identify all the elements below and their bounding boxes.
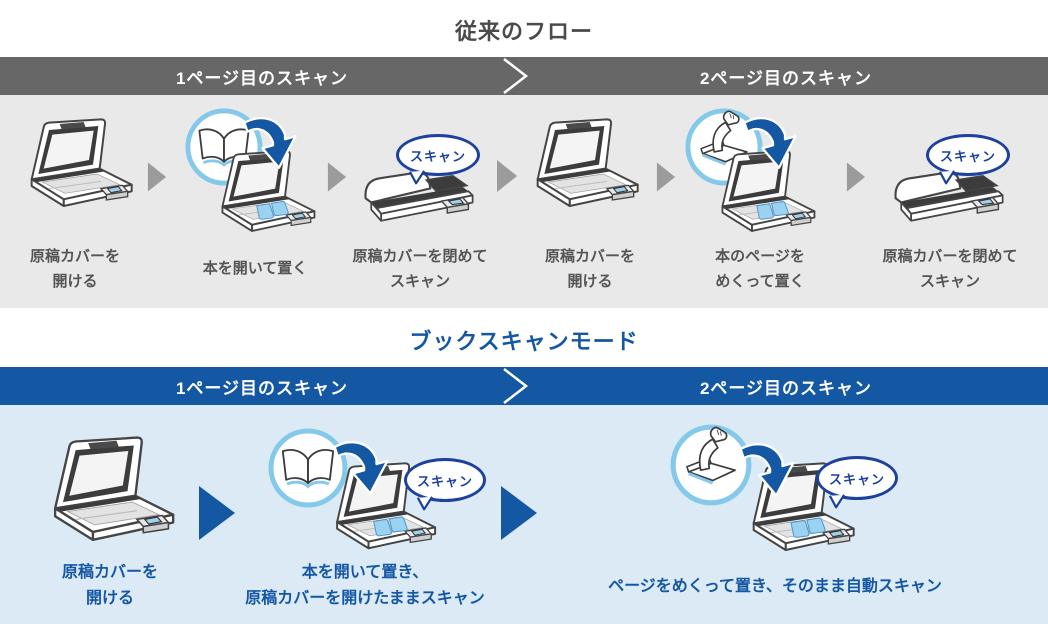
header-label: 1ページ目のスキャン xyxy=(175,68,349,88)
step-caption: 本を開いて置き、 原稿カバーを開けたままスキャン xyxy=(245,564,485,607)
bubble-tail-icon xyxy=(408,170,426,185)
step-caption: 本のページを めくって置く xyxy=(715,248,805,290)
step-caption: 原稿カバーを 開ける xyxy=(544,248,635,290)
bookscan-header-bar: 1ページ目のスキャン 2ページ目のスキャン xyxy=(0,367,1048,405)
bookscan-header-page1: 1ページ目のスキャン xyxy=(0,367,524,405)
step-arrow-icon xyxy=(147,161,167,193)
step-arrow-icon xyxy=(198,485,236,541)
scan-speech-bubble: スキャン xyxy=(926,134,1010,185)
bubble-tail-icon xyxy=(938,170,956,185)
scan-bubble-label: スキャン xyxy=(939,148,996,164)
step-caption: 原稿カバーを閉めて スキャン xyxy=(882,248,1018,290)
step-arrow-icon xyxy=(846,161,866,193)
step-caption: ページをめくって置き、そのまま自動スキャン xyxy=(608,578,942,595)
bookscan-mode-title: ブックスキャンモード xyxy=(409,329,639,354)
scan-speech-bubble: スキャン xyxy=(404,458,486,511)
traditional-header-bar: 1ページ目のスキャン 2ページ目のスキャン xyxy=(0,57,1048,95)
header-chevron-icon xyxy=(494,367,538,405)
step-arrow-icon xyxy=(327,161,347,193)
step-caption: 原稿カバーを 開ける xyxy=(29,248,120,290)
step-caption: 本を開いて置く xyxy=(202,260,308,277)
step-arrow-icon xyxy=(500,485,538,541)
curved-arrow-icon xyxy=(736,436,798,510)
scan-bubble-label: スキャン xyxy=(409,148,466,164)
curved-arrow-icon xyxy=(740,110,800,182)
bubble-tail-icon xyxy=(828,494,846,509)
header-label: 1ページ目のスキャン xyxy=(175,378,349,398)
bookscan-header-page2: 2ページ目のスキャン xyxy=(524,367,1048,405)
curved-arrow-icon xyxy=(330,434,392,508)
scan-speech-bubble: スキャン xyxy=(396,134,480,185)
scan-bubble-label: スキャン xyxy=(828,471,885,487)
header-label: 2ページ目のスキャン xyxy=(699,68,873,88)
step-caption: 原稿カバーを閉めて スキャン xyxy=(352,248,488,290)
scanner-open-icon xyxy=(16,118,142,218)
header-label: 2ページ目のスキャン xyxy=(699,378,873,398)
scan-bubble-label: スキャン xyxy=(416,473,473,489)
bubble-tail-icon xyxy=(416,496,434,511)
traditional-header-page1: 1ページ目のスキャン xyxy=(0,57,524,95)
traditional-header-page2: 2ページ目のスキャン xyxy=(524,57,1048,95)
traditional-flow-title: 従来のフロー xyxy=(454,19,593,44)
scanner-open-icon xyxy=(36,436,186,554)
scanner-open-icon xyxy=(522,118,648,218)
traditional-content-band xyxy=(0,95,1048,308)
step-arrow-icon xyxy=(656,161,676,193)
step-caption: 原稿カバーを 開ける xyxy=(61,564,158,607)
header-chevron-icon xyxy=(494,57,538,95)
scan-speech-bubble: スキャン xyxy=(816,456,898,509)
step-arrow-icon xyxy=(496,158,518,194)
curved-arrow-icon xyxy=(240,110,300,182)
